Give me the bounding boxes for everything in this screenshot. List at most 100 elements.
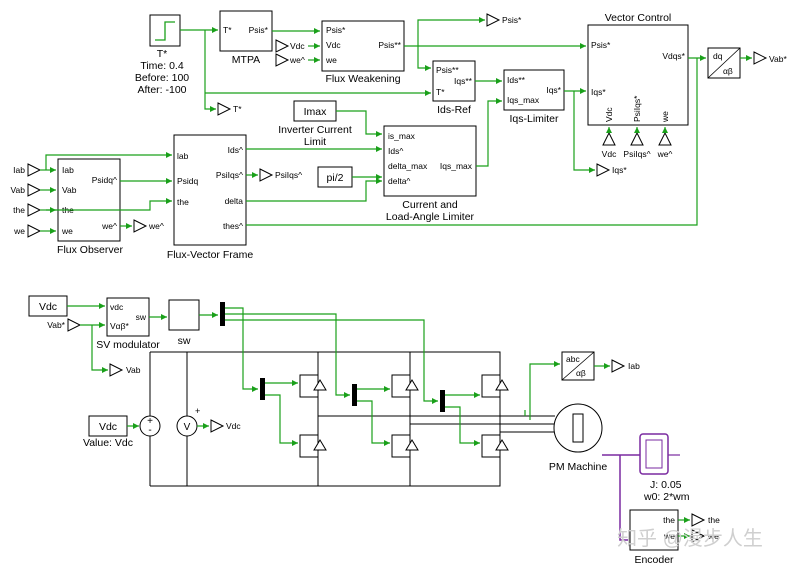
svg-text:Psis*: Psis* xyxy=(502,15,522,25)
svg-text:Encoder: Encoder xyxy=(634,554,674,566)
svg-text:vdc: vdc xyxy=(110,302,124,312)
mech-shaft-encoder xyxy=(619,455,630,541)
fw-we-goto-tag: we^ xyxy=(275,53,305,67)
svg-text:Vdc: Vdc xyxy=(226,421,241,431)
svg-text:sw: sw xyxy=(178,335,191,347)
flux-weakening-block[interactable]: Psis* Vdc we Psis** Flux Weakening xyxy=(321,20,405,85)
iqs-limiter-block[interactable]: Ids** Iqs_max Iqs* Iqs-Limiter xyxy=(503,69,565,125)
svg-text:Load-Angle Limiter: Load-Angle Limiter xyxy=(386,211,475,223)
svg-text:Vdc: Vdc xyxy=(99,421,117,433)
abc-to-alphabeta-block[interactable]: abc αβ xyxy=(561,351,595,381)
svg-text:delta_max: delta_max xyxy=(388,161,428,171)
vm-vdc-goto-tag: Vdc xyxy=(210,419,241,433)
iqslim-name: Iqs-Limiter xyxy=(509,113,559,125)
svg-text:+: + xyxy=(195,406,200,416)
svg-text:Vab*: Vab* xyxy=(47,320,65,330)
inertia-block[interactable]: J: 0.05 w0: 2*wm xyxy=(639,433,690,503)
idsref-port-in2: T* xyxy=(436,87,445,97)
tstar-goto-tag: T* xyxy=(217,102,242,116)
iqslim-port-in1: Ids** xyxy=(507,75,526,85)
encoder-block[interactable]: the we Encoder xyxy=(629,509,679,566)
svg-text:Vab: Vab xyxy=(62,185,77,195)
svg-text:PsiIqs^: PsiIqs^ xyxy=(216,170,243,180)
svg-text:Iab: Iab xyxy=(628,361,640,371)
inverter-power-wiring xyxy=(149,351,555,487)
icl-label-2: Limit xyxy=(304,136,326,148)
svg-text:Flux Observer: Flux Observer xyxy=(57,244,123,256)
step-block[interactable]: T* Time: 0.4 Before: 100 After: -100 xyxy=(135,14,189,96)
svm-vab-goto-tag: Vab xyxy=(109,363,141,377)
vc-name: Vector Control xyxy=(605,12,672,24)
svg-text:delta^: delta^ xyxy=(388,176,410,186)
mtpa-port-out: Psis* xyxy=(249,25,269,35)
vector-control-block[interactable]: Vector Control Psis* Iqs* Vdqs* Vdc PsiI… xyxy=(587,12,689,126)
svg-text:PsiIqs^: PsiIqs^ xyxy=(275,170,302,180)
vab-star-goto-tag: Vab* xyxy=(753,51,787,65)
fo-from-tags: Iab Vab the we xyxy=(11,163,42,238)
svg-text:Iab: Iab xyxy=(13,165,25,175)
fw-vdc-goto-tag: Vdc xyxy=(275,39,305,53)
step-before: Before: 100 xyxy=(135,72,189,84)
watermark: 知乎 @漫步人生 xyxy=(617,527,763,550)
imax-block[interactable]: Imax xyxy=(293,100,337,122)
pi-half-block[interactable]: pi/2 xyxy=(317,166,353,188)
idsref-name: Ids-Ref xyxy=(437,104,471,116)
sv-modulator-vdc-source[interactable]: Vdc xyxy=(28,295,68,317)
svg-text:PM Machine: PM Machine xyxy=(549,461,608,473)
svg-text:we: we xyxy=(13,226,25,236)
svg-text:Ids^: Ids^ xyxy=(388,146,403,156)
svg-text:V: V xyxy=(184,422,191,433)
svg-text:we^: we^ xyxy=(148,221,164,231)
svg-text:we^: we^ xyxy=(657,149,673,159)
flux-vector-frame-block[interactable]: lab Psidq the Ids^ PsiIqs^ delta thes^ F… xyxy=(167,134,254,261)
igbt-leg-c[interactable] xyxy=(481,374,509,458)
svg-text:Iab: Iab xyxy=(62,165,74,175)
svg-text:lab: lab xyxy=(177,151,189,161)
svg-text:+: + xyxy=(147,416,153,427)
iqslim-port-out: Iqs* xyxy=(546,85,561,95)
sv-modulator-block[interactable]: vdc Vαβ* sw SV modulator xyxy=(96,297,160,351)
demux-c xyxy=(440,390,445,412)
svg-text:Imax: Imax xyxy=(304,106,328,118)
voltmeter[interactable]: V + xyxy=(176,406,200,437)
svg-text:Vab: Vab xyxy=(126,365,141,375)
pm-machine[interactable]: PM Machine xyxy=(549,403,608,473)
igbt-leg-a[interactable] xyxy=(299,374,327,458)
svg-text:the: the xyxy=(663,515,675,525)
svg-text:αβ: αβ xyxy=(576,368,586,378)
svg-text:Iqs*: Iqs* xyxy=(612,165,627,175)
svg-text:the: the xyxy=(708,515,720,525)
svg-text:Vdc: Vdc xyxy=(602,149,617,159)
dq-to-alphabeta-block[interactable]: dq αβ xyxy=(707,47,741,79)
ids-ref-block[interactable]: Psis** T* Iqs** Ids-Ref xyxy=(432,60,476,116)
step-after: After: -100 xyxy=(137,84,186,96)
svg-text:Psidq^: Psidq^ xyxy=(92,175,117,185)
dc-voltage-source-ref[interactable]: Vdc Value: Vdc xyxy=(83,415,133,449)
fo-we-goto-tag: we^ xyxy=(133,219,164,233)
svg-text:the: the xyxy=(177,197,189,207)
psiiqs-goto-tag: PsiIqs^ xyxy=(259,168,302,182)
igbt-leg-b[interactable] xyxy=(391,374,419,458)
svg-text:we: we xyxy=(61,226,73,236)
svg-text:Vαβ*: Vαβ* xyxy=(110,321,129,331)
svg-text:we: we xyxy=(707,531,719,541)
psis-goto-tag: Psis* xyxy=(486,13,522,27)
encoder-goto-tags: the we xyxy=(691,513,720,543)
control-signal-wires xyxy=(45,17,752,226)
dc-voltage-source[interactable]: + - xyxy=(139,415,161,437)
mtpa-block[interactable]: T* Psis* MTPA xyxy=(219,10,273,66)
idsref-port-out: Iqs** xyxy=(454,76,473,86)
flux-observer-block[interactable]: Iab Vab the we Psidq^ we^ Flux Observer xyxy=(57,158,123,256)
mtpa-name: MTPA xyxy=(232,54,260,66)
current-load-angle-limiter-block[interactable]: is_max Ids^ delta_max delta^ Iqs_max Cur… xyxy=(383,125,477,223)
fw-port-in2: Vdc xyxy=(326,40,341,50)
svg-text:the: the xyxy=(13,205,25,215)
switch-signal-block[interactable]: sw xyxy=(168,299,200,347)
svg-text:Psidq: Psidq xyxy=(177,176,199,186)
svg-text:PsiIqs^: PsiIqs^ xyxy=(623,149,650,159)
svg-text:we: we xyxy=(663,531,675,541)
svg-text:αβ: αβ xyxy=(723,66,733,76)
vc-port-bot2: PsiIqs* xyxy=(632,95,642,122)
svg-text:Vab*: Vab* xyxy=(769,54,787,64)
svg-text:Vab: Vab xyxy=(11,185,26,195)
